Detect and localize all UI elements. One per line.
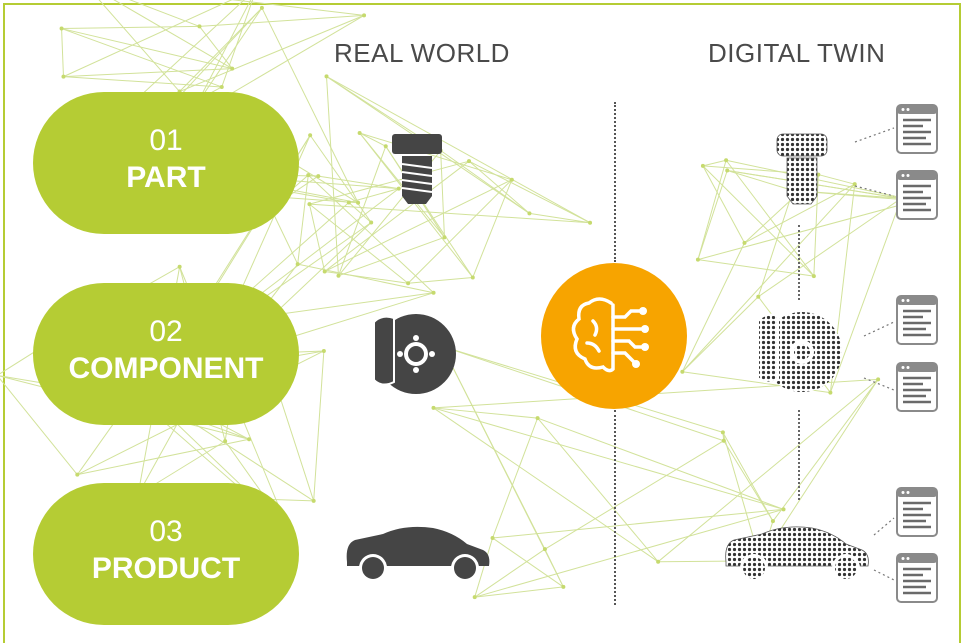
document-leader-lines xyxy=(854,127,895,581)
level-part-pill: 01 PART xyxy=(33,92,299,234)
document-icon xyxy=(896,170,938,220)
digital-bolt-icon xyxy=(776,133,828,205)
document-icon xyxy=(896,487,938,537)
diagram-frame xyxy=(3,3,961,643)
digital-twin-heading: DIGITAL TWIN xyxy=(708,38,886,68)
document-icon xyxy=(896,104,938,154)
level-number: 01 xyxy=(149,124,183,157)
document-icon xyxy=(896,553,938,603)
separator-line xyxy=(614,102,616,262)
separator-line xyxy=(614,410,616,605)
level-product-pill: 03 PRODUCT xyxy=(33,483,299,625)
brain-circuit-icon xyxy=(571,297,649,373)
car-icon xyxy=(346,526,490,582)
level-label: PRODUCT xyxy=(91,552,241,585)
digital-brake-disc-icon xyxy=(757,312,842,392)
level-label: PART xyxy=(126,161,206,194)
document-icon xyxy=(896,362,938,412)
ai-brain-badge xyxy=(541,263,687,409)
twin-connector-line xyxy=(798,410,800,500)
level-component-pill: 02 COMPONENT xyxy=(33,283,299,425)
brake-disc-icon xyxy=(373,314,456,394)
level-number: 03 xyxy=(149,515,183,548)
level-number: 02 xyxy=(149,315,183,348)
bolt-icon xyxy=(392,134,442,204)
twin-connector-line xyxy=(798,225,800,300)
level-label: COMPONENT xyxy=(68,352,264,385)
real-world-heading: REAL WORLD xyxy=(334,38,510,68)
document-icon xyxy=(896,295,938,345)
digital-car-icon xyxy=(725,526,869,582)
